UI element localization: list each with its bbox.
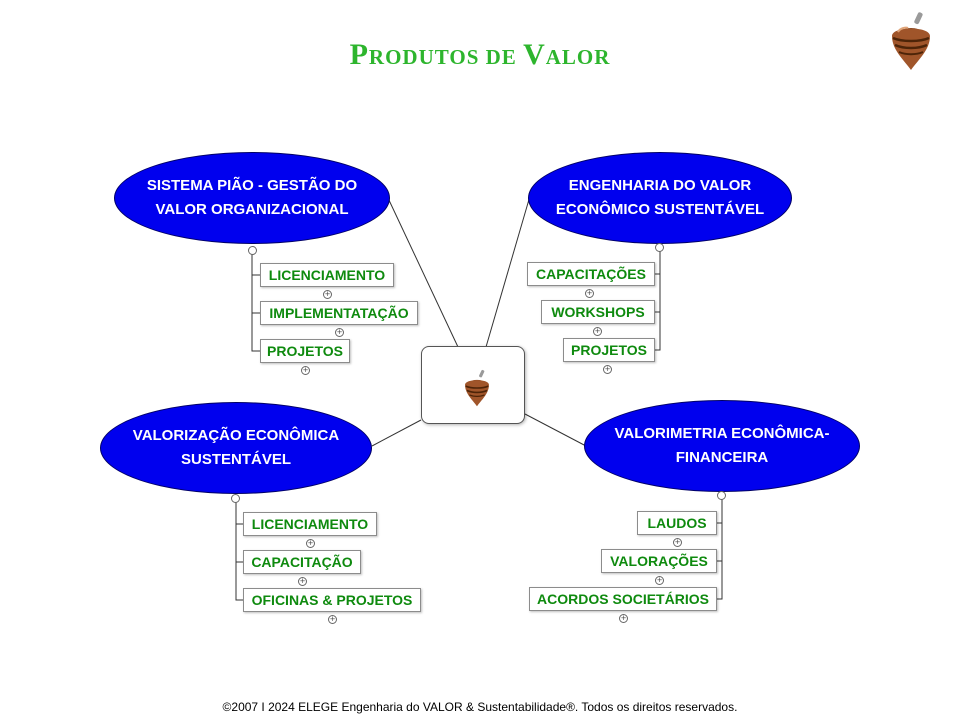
title-part-2: ALOR (545, 45, 611, 69)
expand-toggle-icon[interactable]: + (306, 539, 315, 548)
expand-toggle-icon[interactable]: + (655, 576, 664, 585)
expand-toggle-icon[interactable]: + (323, 290, 332, 299)
page-title: PRODUTOS DE VALOR (0, 38, 960, 72)
expand-toggle-icon[interactable]: + (298, 577, 307, 586)
node-sistema-piao[interactable]: SISTEMA PIÃO - GESTÃO DO VALOR ORGANIZAC… (114, 152, 390, 244)
expand-toggle-icon[interactable]: + (301, 366, 310, 375)
title-initial-2: V (523, 38, 546, 71)
subnode-acordos-societarios[interactable]: ACORDOS SOCIETÁRIOS (529, 587, 717, 611)
central-topic[interactable] (421, 346, 525, 424)
title-part-1: RODUTOS DE (368, 45, 524, 69)
node-valorizacao-economica[interactable]: VALORIZAÇÃO ECONÔMICA SUSTENTÁVEL (100, 402, 372, 494)
spinning-top-icon (892, 12, 930, 70)
title-initial-1: P (349, 38, 369, 71)
expand-toggle-icon[interactable]: + (593, 327, 602, 336)
collapse-toggle-icon[interactable] (231, 494, 240, 503)
expand-toggle-icon[interactable]: + (585, 289, 594, 298)
subnode-implementatacao[interactable]: IMPLEMENTATAÇÃO (260, 301, 418, 325)
collapse-toggle-icon[interactable] (655, 243, 664, 252)
expand-toggle-icon[interactable]: + (328, 615, 337, 624)
subnode-projetos[interactable]: PROJETOS (260, 339, 350, 363)
node-valorimetria-label: VALORIMETRIA ECONÔMICA-FINANCEIRA (614, 425, 830, 466)
subnode-laudos[interactable]: LAUDOS (637, 511, 717, 535)
subnode-licenciamento[interactable]: LICENCIAMENTO (243, 512, 377, 536)
collapse-toggle-icon[interactable] (248, 246, 257, 255)
node-engenharia-do-valor[interactable]: ENGENHARIA DO VALOR ECONÔMICO SUSTENTÁVE… (528, 152, 792, 244)
expand-toggle-icon[interactable]: + (335, 328, 344, 337)
expand-toggle-icon[interactable]: + (673, 538, 682, 547)
subnode-capacitacoes[interactable]: CAPACITAÇÕES (527, 262, 655, 286)
subnode-licenciamento[interactable]: LICENCIAMENTO (260, 263, 394, 287)
subnode-oficinas-projetos[interactable]: OFICINAS & PROJETOS (243, 588, 421, 612)
expand-toggle-icon[interactable]: + (603, 365, 612, 374)
expand-toggle-icon[interactable]: + (619, 614, 628, 623)
node-engenharia-label: ENGENHARIA DO VALOR ECONÔMICO SUSTENTÁVE… (555, 177, 765, 218)
collapse-toggle-icon[interactable] (717, 491, 726, 500)
copyright-footer: ©2007 I 2024 ELEGE Engenharia do VALOR &… (222, 700, 738, 714)
subnode-capacitacao[interactable]: CAPACITAÇÃO (243, 550, 361, 574)
node-valorimetria[interactable]: VALORIMETRIA ECONÔMICA-FINANCEIRA (584, 400, 860, 492)
spinning-top-icon (465, 369, 489, 407)
subnode-valoracoes[interactable]: VALORAÇÕES (601, 549, 717, 573)
node-sistema-piao-label: SISTEMA PIÃO - GESTÃO DO VALOR ORGANIZAC… (146, 177, 358, 218)
subnode-workshops[interactable]: WORKSHOPS (541, 300, 655, 324)
node-valorizacao-label: VALORIZAÇÃO ECONÔMICA SUSTENTÁVEL (132, 427, 340, 468)
subnode-projetos[interactable]: PROJETOS (563, 338, 655, 362)
